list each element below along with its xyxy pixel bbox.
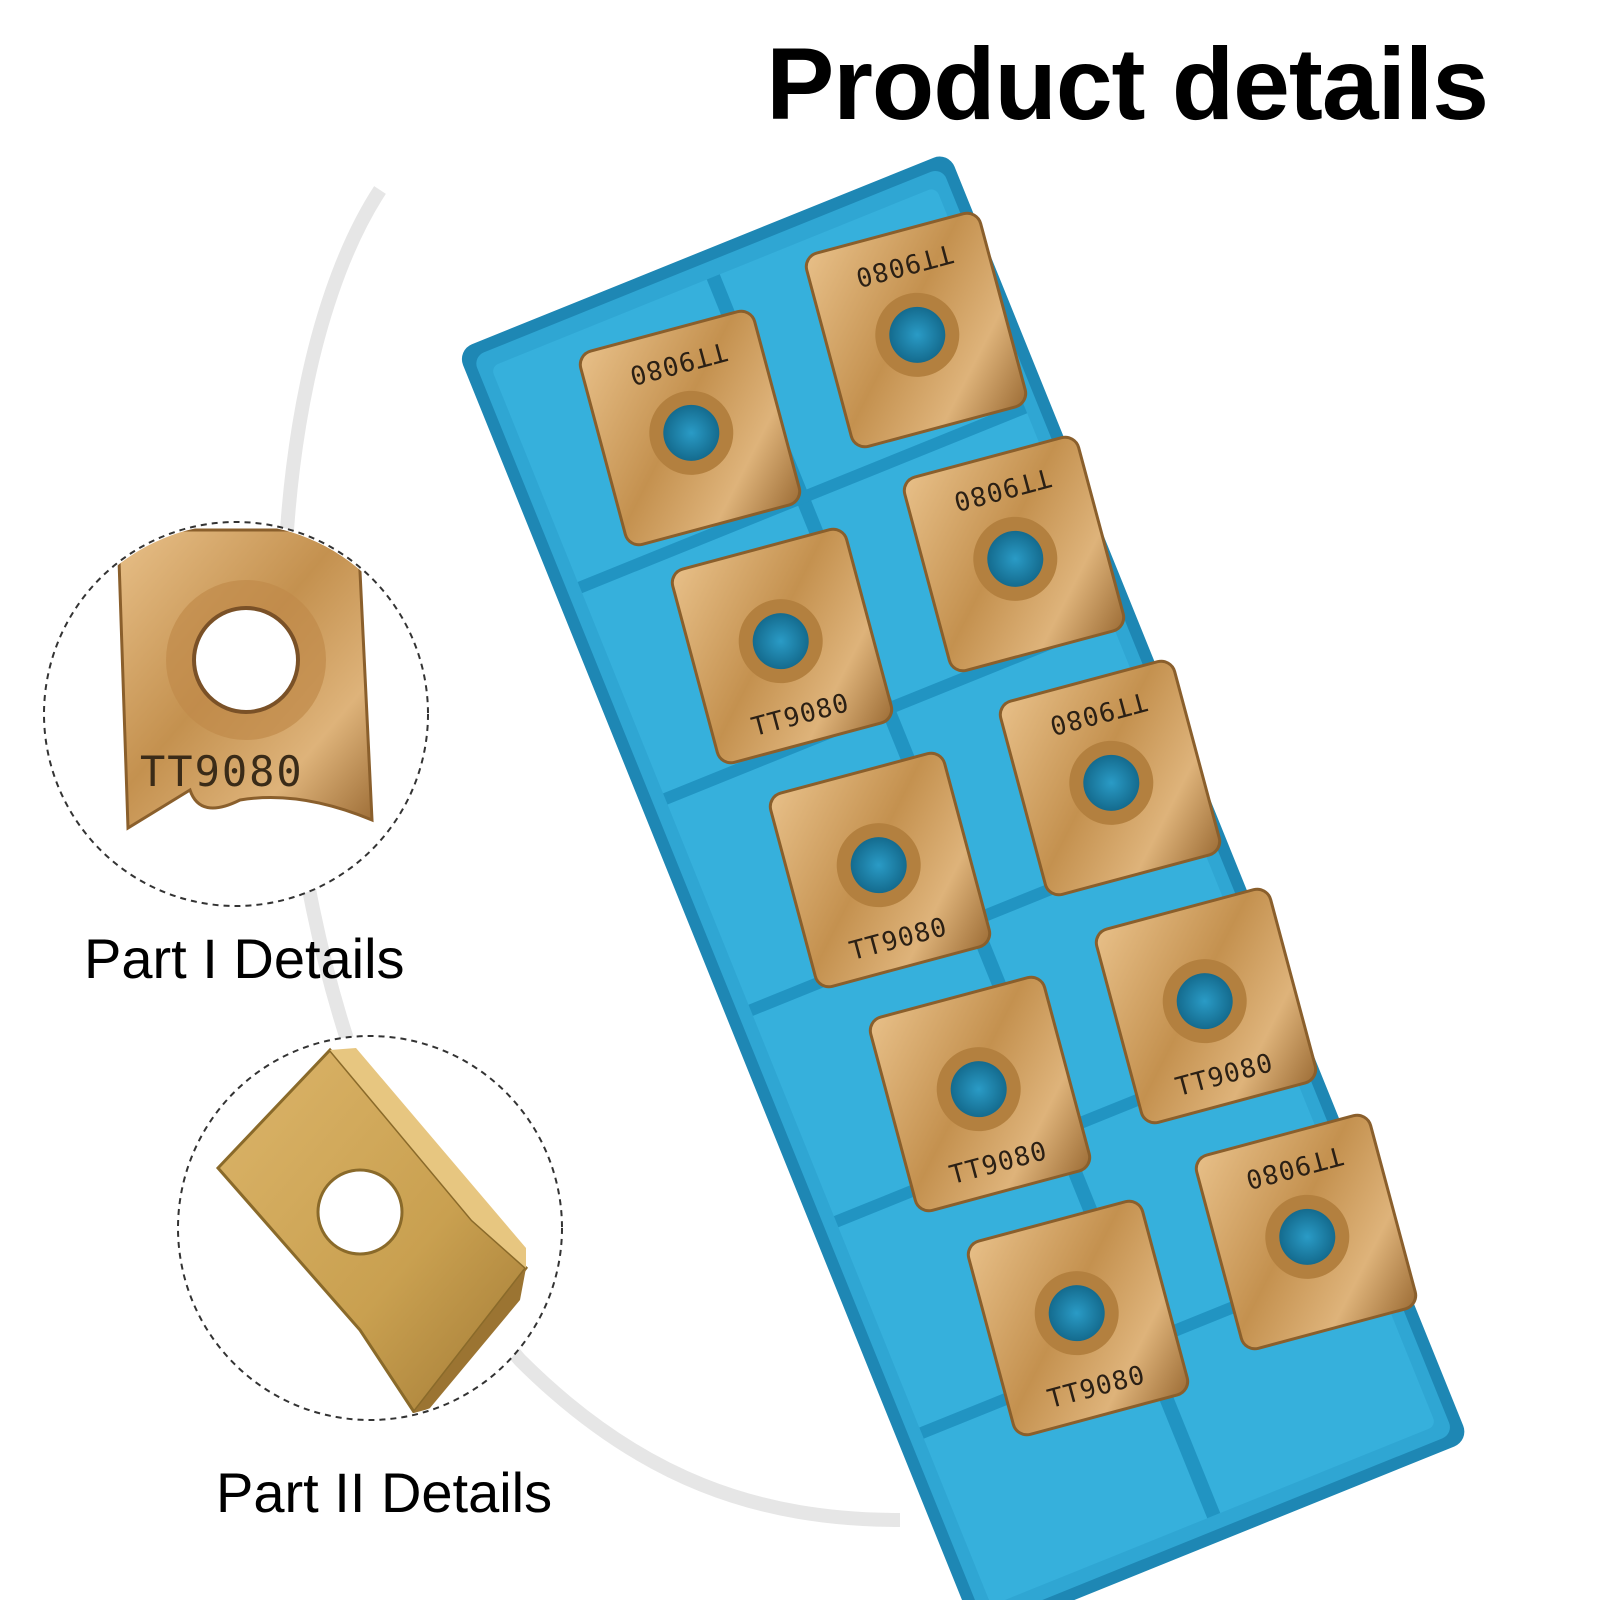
part-two-caption: Part II Details xyxy=(216,1461,553,1524)
insert: TT9080 xyxy=(768,751,992,989)
insert: TT9080 xyxy=(1094,887,1318,1125)
insert: TT9080 xyxy=(998,659,1222,897)
insert: TT9080 xyxy=(670,527,894,765)
insert: TT9080 xyxy=(578,309,802,547)
insert: TT9080 xyxy=(902,435,1126,673)
part-two-detail xyxy=(177,1035,563,1421)
part-one-marking: TT9080 xyxy=(140,747,304,796)
inserts: TT9080 TT9080 TT9080 TT9080 TT9080 xyxy=(578,211,1418,1437)
insert: TT9080 xyxy=(966,1199,1190,1437)
part-one-detail: TT9080 xyxy=(43,521,429,907)
part-one-caption: Part I Details xyxy=(84,927,405,990)
insert: TT9080 xyxy=(804,211,1028,449)
page-title: Product details xyxy=(766,27,1489,141)
insert: TT9080 xyxy=(868,975,1092,1213)
insert: TT9080 xyxy=(1194,1113,1418,1351)
